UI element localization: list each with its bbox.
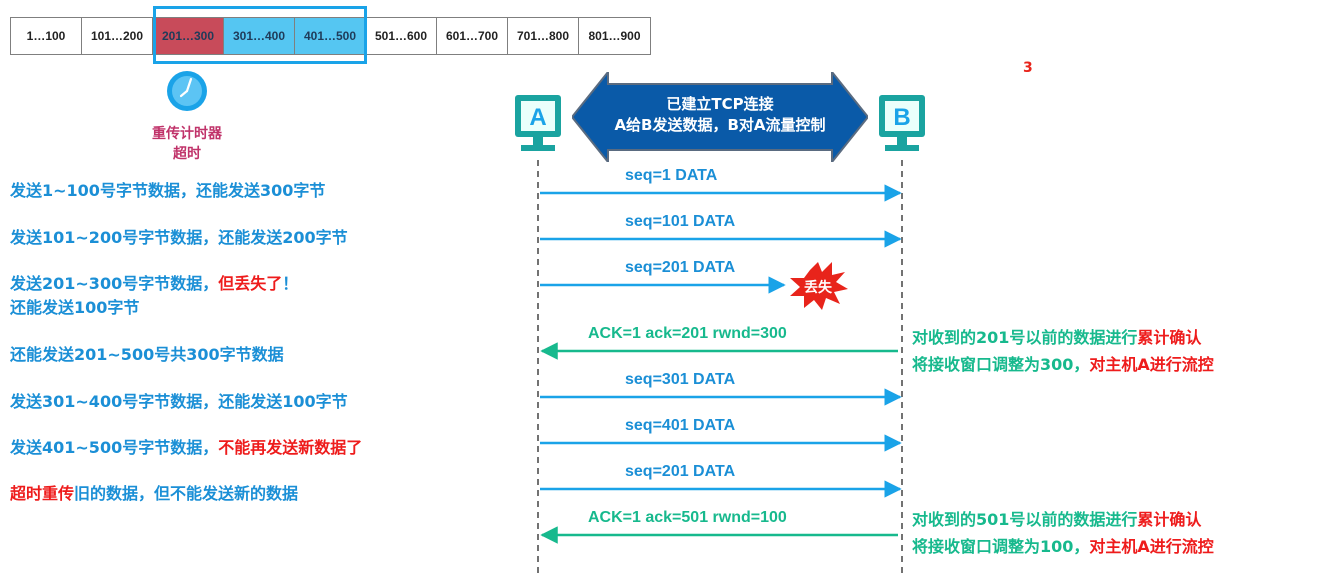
right-note-part: 累计确认 <box>1137 328 1202 347</box>
segment-label: seq=201 DATA <box>625 259 736 276</box>
right-note-part: 将接收窗口调整为100， <box>912 537 1090 556</box>
timer-label-line1: 重传计时器 <box>152 126 222 142</box>
timer-label: 重传计时器 超时 <box>120 124 254 164</box>
segment-label: seq=401 DATA <box>625 417 736 434</box>
note-line: 发送401~500号字节数据，不能再发送新数据了 <box>10 437 362 459</box>
segment-label: seq=101 DATA <box>625 213 736 230</box>
segment-label: seq=301 DATA <box>625 371 736 388</box>
ack-label: ACK=1 ack=201 rwnd=300 <box>588 325 787 342</box>
note-line: 发送101~200号字节数据，还能发送200字节 <box>10 227 348 249</box>
right-note-part: 将接收窗口调整为300， <box>912 355 1090 374</box>
right-note-line: 对收到的201号以前的数据进行累计确认 <box>912 326 1201 350</box>
note-line: 超时重传旧的数据，但不能发送新的数据 <box>10 483 298 505</box>
note-part: 发送201~300号字节数据， <box>10 274 219 293</box>
note-part: 旧的数据，但不能发送新的数据 <box>74 484 299 503</box>
host-a-label: A <box>529 104 546 131</box>
right-note-part: 对收到的501号以前的数据进行 <box>912 510 1138 529</box>
note-part: 还能发送100字节 <box>10 298 140 317</box>
note-line: 还能发送201~500号共300字节数据 <box>10 344 284 366</box>
buffer-cell: 501…600 <box>366 18 437 54</box>
buffer-cell: 201…300 <box>153 18 224 54</box>
timer-label-line2: 超时 <box>173 146 201 162</box>
page-number: 3 <box>1023 60 1033 76</box>
note-part: 发送401~500号字节数据， <box>10 438 219 457</box>
note-part: 不能再发送新数据了 <box>218 438 363 457</box>
ack-label: ACK=1 ack=501 rwnd=100 <box>588 509 787 526</box>
right-note-part: 对收到的201号以前的数据进行 <box>912 328 1138 347</box>
note-line: 发送201~300号字节数据，但丢失了！ <box>10 273 298 295</box>
buffer-cell: 701…800 <box>508 18 579 54</box>
note-part: 发送301~400号字节数据，还能发送100字节 <box>10 392 348 411</box>
clock-icon <box>167 71 207 111</box>
note-line: 还能发送100字节 <box>10 297 139 319</box>
right-note-line: 对收到的501号以前的数据进行累计确认 <box>912 508 1201 532</box>
host-a-icon: A <box>515 95 561 151</box>
right-note-part: 对主机A进行流控 <box>1089 537 1214 556</box>
note-part: ！ <box>282 274 299 293</box>
buffer-cell: 101…200 <box>82 18 153 54</box>
send-buffer: 1…100 101…200 201…300 301…400 401…500 50… <box>10 17 651 55</box>
banner-line1: 已建立TCP连接 <box>666 95 774 113</box>
note-part: 发送101~200号字节数据，还能发送200字节 <box>10 228 348 247</box>
segment-label: seq=1 DATA <box>625 167 718 184</box>
note-part: 超时重传 <box>10 484 75 503</box>
note-part: 发送1~100号字节数据，还能发送300字节 <box>10 181 326 200</box>
host-b-icon: B <box>879 95 925 151</box>
note-part: 但丢失了 <box>218 274 283 293</box>
connection-banner <box>572 72 868 162</box>
buffer-cell: 301…400 <box>224 18 295 54</box>
banner-line2: A给B发送数据，B对A流量控制 <box>614 116 826 134</box>
note-line: 发送1~100号字节数据，还能发送300字节 <box>10 180 325 202</box>
lost-burst-icon: 丢失 <box>790 262 848 310</box>
right-note-part: 对主机A进行流控 <box>1089 355 1214 374</box>
note-part: 还能发送201~500号共300字节数据 <box>10 345 284 364</box>
lost-label: 丢失 <box>804 279 833 296</box>
host-b-label: B <box>893 104 910 131</box>
connection-banner-text: 已建立TCP连接 A给B发送数据，B对A流量控制 <box>572 94 868 136</box>
right-note-line: 将接收窗口调整为300，对主机A进行流控 <box>912 353 1214 377</box>
right-note-part: 累计确认 <box>1137 510 1202 529</box>
note-line: 发送301~400号字节数据，还能发送100字节 <box>10 391 348 413</box>
segment-label: seq=201 DATA <box>625 463 736 480</box>
buffer-cell: 601…700 <box>437 18 508 54</box>
right-note-line: 将接收窗口调整为100，对主机A进行流控 <box>912 535 1214 559</box>
buffer-cell: 1…100 <box>11 18 82 54</box>
buffer-cell: 801…900 <box>579 18 650 54</box>
